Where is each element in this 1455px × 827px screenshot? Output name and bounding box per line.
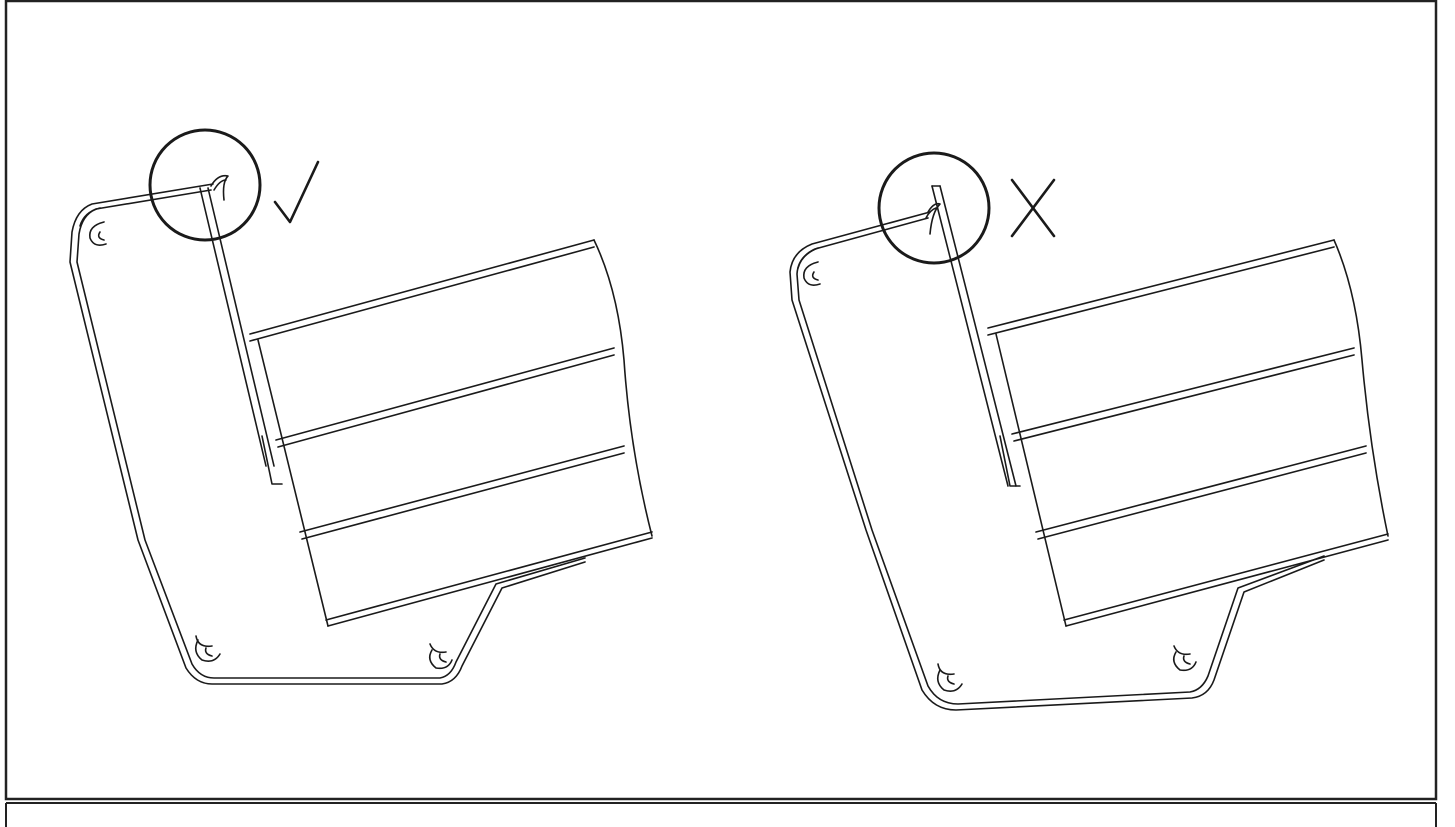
clip-channel-bottom-left xyxy=(936,663,963,692)
diagram-frame xyxy=(4,0,1438,827)
hook-detail xyxy=(925,202,941,235)
highlight-circle xyxy=(877,151,991,265)
clip-channel-top-left xyxy=(88,221,107,246)
x-mark-icon xyxy=(1010,178,1056,238)
clip-channel-bottom-left xyxy=(194,635,221,662)
cassette-housing xyxy=(789,211,1325,711)
cassette-housing xyxy=(69,183,586,685)
clip-channel-bottom-right xyxy=(428,643,453,670)
clip-channel-bottom-right xyxy=(1172,645,1197,672)
slat-panel xyxy=(249,239,653,627)
panel-incorrect xyxy=(789,151,1389,711)
highlight-circle xyxy=(148,128,262,242)
check-mark-icon xyxy=(273,160,320,224)
hook-detail xyxy=(210,174,229,201)
clip-channel-top-left xyxy=(802,261,821,286)
panel-correct xyxy=(69,128,653,685)
mounting-bar xyxy=(199,187,283,485)
mounting-bar xyxy=(931,185,1021,487)
slat-panel xyxy=(987,239,1389,627)
